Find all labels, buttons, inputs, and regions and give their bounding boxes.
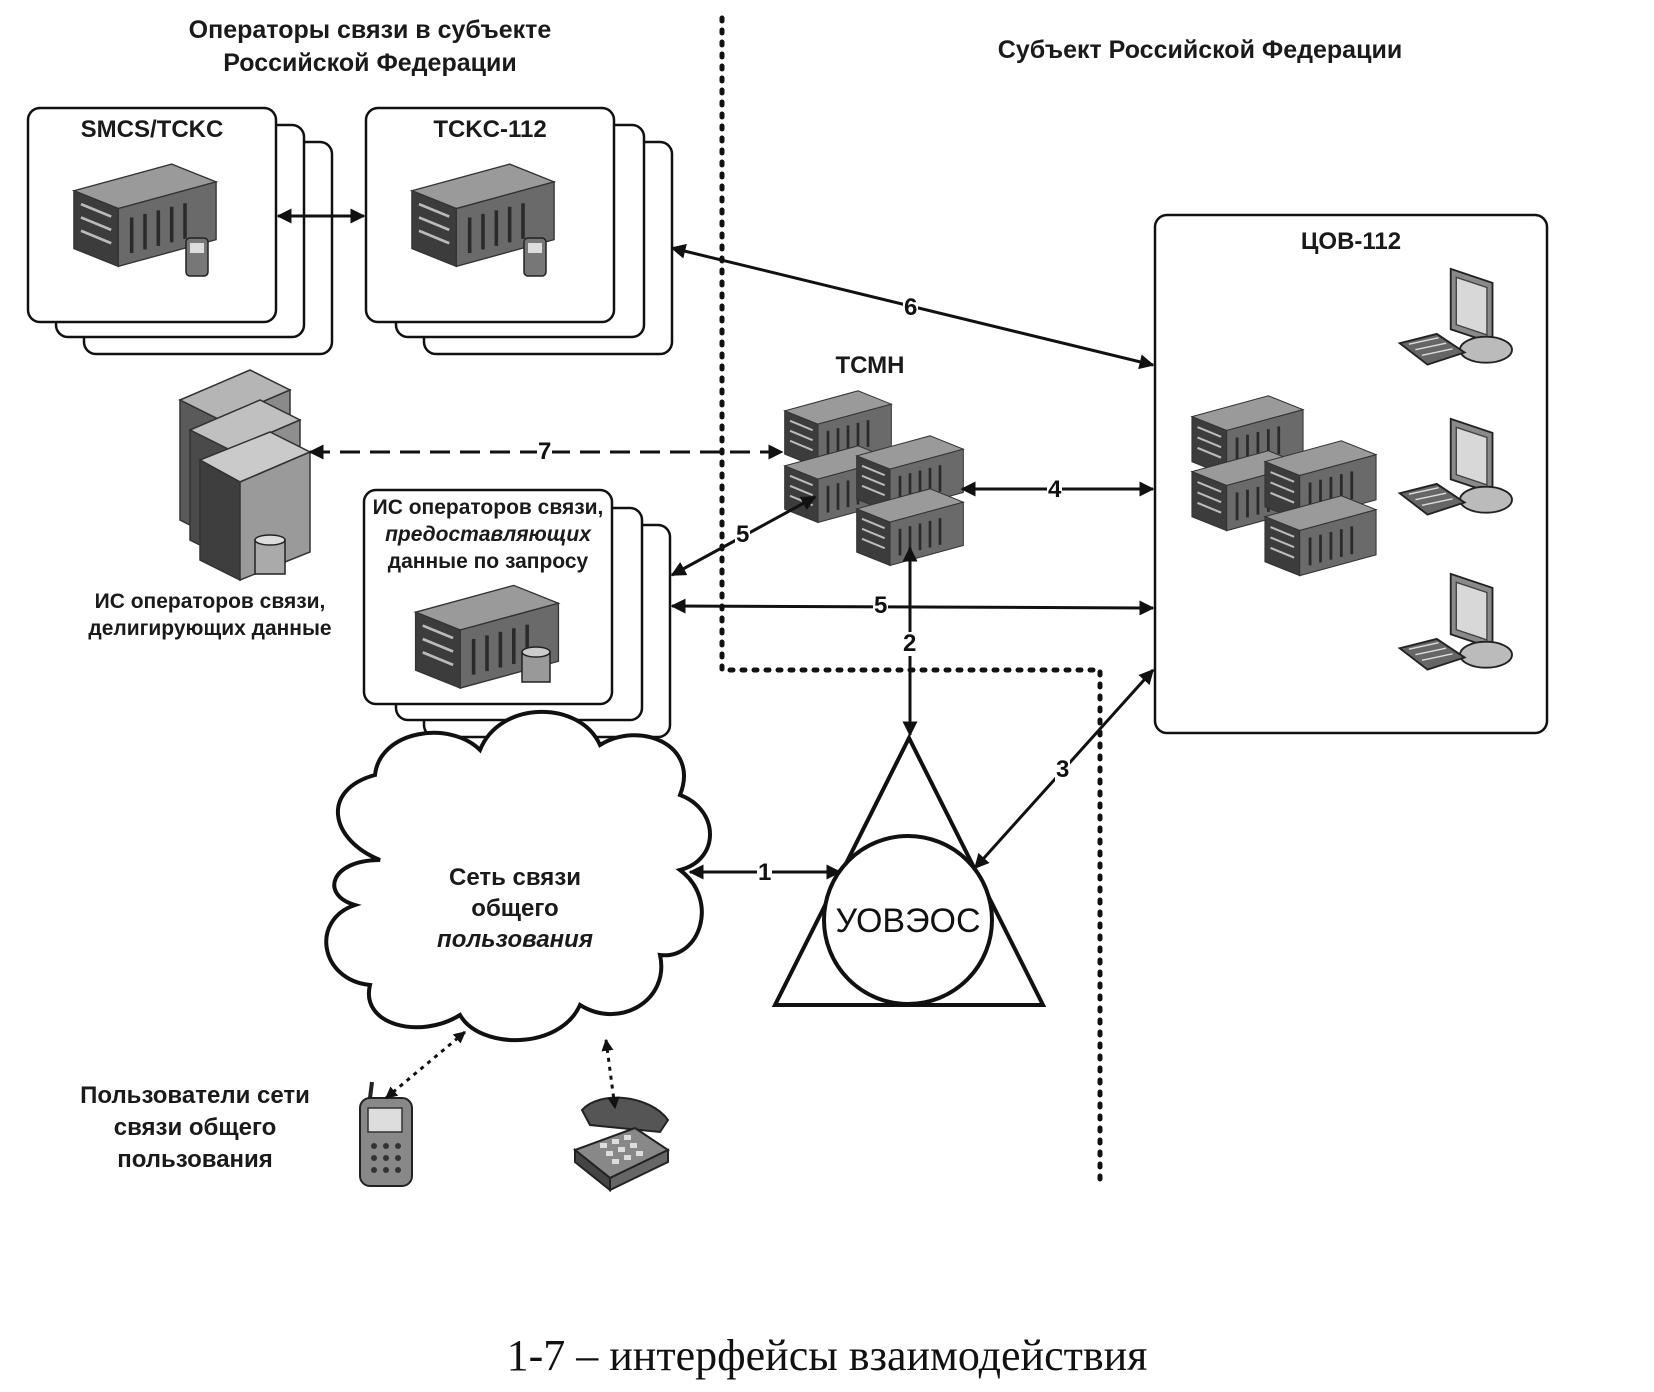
uoveos-label: УОВЭОС — [835, 902, 980, 940]
interface-5a-label: 5 — [735, 521, 751, 548]
mobile-phone-icon — [523, 237, 547, 277]
is-request-label: ИС операторов связи, предоставляющих дан… — [366, 494, 610, 575]
cloud-line2: общего — [471, 895, 559, 922]
is-request-line3: данные по запросу — [387, 550, 589, 573]
interface-1-label: 1 — [757, 859, 773, 886]
mobile-phone-icon — [185, 237, 209, 277]
smcs-title: SMCS/TCKC — [80, 116, 224, 143]
smcs-card-stack — [26, 106, 334, 356]
interface-3-label: 3 — [1055, 756, 1071, 783]
cloud-label: Сеть связи общего пользования — [405, 862, 625, 955]
uoveos-node — [771, 733, 1047, 1007]
interface-7-label: 7 — [537, 438, 553, 465]
link-mobile — [385, 1030, 466, 1100]
interface-6-label: 6 — [903, 294, 919, 321]
header-subject-rf: Субъект Российской Федерации — [997, 36, 1403, 64]
is-deleg-line1: ИС операторов связи, — [94, 590, 326, 613]
cov112-box — [1153, 213, 1549, 735]
link-telephone — [601, 1038, 620, 1110]
is-request-line1: ИС операторов связи, — [372, 496, 604, 519]
is-delegating-label: ИС операторов связи, делигирующих данные — [40, 588, 380, 642]
public-network-cloud — [324, 709, 712, 1042]
database-icon — [521, 646, 551, 683]
cloud-line3: пользования — [437, 926, 593, 953]
tower-server-icon — [178, 369, 312, 582]
interface-2-label: 2 — [902, 630, 918, 657]
interface-5b-label: 5 — [873, 592, 889, 619]
header-operators-region: Операторы связи в субъекте Российской Фе… — [160, 14, 580, 80]
tsmn-title: ТСМН — [835, 352, 905, 379]
header-operators-region-text: Операторы связи в субъекте Российской Фе… — [188, 16, 552, 77]
users-label: Пользователи сети связи общего пользован… — [50, 1080, 340, 1176]
mobile-phone-icon — [359, 1081, 413, 1187]
tcks112-title: TCKC-112 — [433, 116, 547, 143]
desk-telephone-icon — [572, 1096, 671, 1193]
is-deleg-line2: делигирующих данные — [88, 617, 332, 640]
is-request-card-stack — [362, 488, 672, 739]
users-line3: пользования — [117, 1146, 273, 1173]
is-request-line2: предоставляющих — [385, 523, 591, 546]
tcks112-card-stack — [364, 106, 674, 356]
users-line2: связи общего — [113, 1114, 277, 1141]
legend-caption: 1-7 – интерфейсы взаимодействия — [506, 1331, 1148, 1380]
tsmn-server-cluster — [783, 389, 965, 567]
cov112-title: ЦОВ-112 — [1300, 228, 1402, 255]
interface-4-label: 4 — [1047, 476, 1063, 503]
link-5-cov — [670, 598, 1155, 616]
cloud-line1: Сеть связи — [448, 864, 581, 891]
users-line1: Пользователи сети — [80, 1082, 310, 1109]
